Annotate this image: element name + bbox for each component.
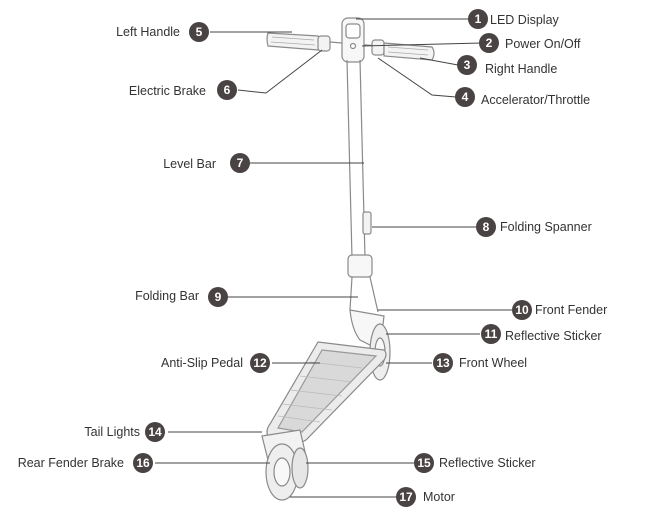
callout-number: 5 [196, 25, 203, 39]
callout-badge [230, 153, 250, 173]
scooter-illustration [261, 17, 435, 501]
callout-badge [189, 22, 209, 42]
callout-1: 1 LED Display [468, 9, 560, 29]
callout-number: 12 [253, 356, 267, 370]
leader-2 [361, 42, 483, 47]
callout-badge [414, 453, 434, 473]
rear-wheel-assembly [261, 429, 309, 501]
callout-label: Front Fender [535, 303, 607, 317]
callout-badge [455, 87, 475, 107]
leader-3 [419, 57, 459, 66]
callout-badge [457, 55, 477, 75]
callout-label: Tail Lights [84, 425, 140, 439]
callout-8: 8 Folding Spanner [476, 217, 592, 237]
callout-number: 9 [215, 290, 222, 304]
callout-number: 11 [485, 327, 498, 341]
callout-number: 15 [417, 456, 431, 470]
callout-number: 10 [515, 303, 529, 317]
callout-14: Tail Lights 14 [84, 422, 165, 442]
callout-label: Motor [423, 490, 455, 504]
callout-number: 1 [475, 12, 482, 26]
callout-number: 16 [136, 456, 150, 470]
callout-10: 10 Front Fender [512, 300, 607, 320]
callout-label: Accelerator/Throttle [481, 93, 590, 107]
callout-label: Rear Fender Brake [18, 456, 124, 470]
callout-17: 17 Motor [396, 487, 455, 507]
right-handle-grip [371, 39, 435, 61]
callout-label: Left Handle [116, 25, 180, 39]
callout-number: 4 [462, 90, 469, 104]
callout-13: 13 Front Wheel [433, 353, 527, 373]
callout-number: 17 [399, 490, 413, 504]
callout-label: Reflective Sticker [439, 456, 536, 470]
callout-badge [468, 9, 488, 29]
callout-badge [250, 353, 270, 373]
leader-lines [155, 18, 512, 498]
callout-9: Folding Bar 9 [135, 287, 228, 307]
callout-number: 2 [486, 36, 493, 50]
callout-5: Left Handle 5 [116, 22, 209, 42]
callout-badge [481, 324, 501, 344]
callout-2: 2 Power On/Off [479, 33, 581, 53]
deck [266, 341, 387, 446]
callout-15: 15 Reflective Sticker [414, 453, 536, 473]
callout-label: Right Handle [485, 62, 557, 76]
callout-label: Folding Bar [135, 289, 199, 303]
callout-label: Electric Brake [129, 84, 206, 98]
callout-16: Rear Fender Brake 16 [18, 453, 153, 473]
handlebar-head [329, 17, 379, 63]
callout-label: Level Bar [163, 157, 216, 171]
callout-badge [396, 487, 416, 507]
leader-4 [377, 57, 457, 98]
callout-label: Anti-Slip Pedal [161, 356, 243, 370]
callout-label: Reflective Sticker [505, 329, 602, 343]
callout-label: Power On/Off [505, 37, 581, 51]
callout-badge [208, 287, 228, 307]
callout-11: 11 Reflective Sticker [481, 324, 602, 344]
callout-badge [476, 217, 496, 237]
callout-label: Folding Spanner [500, 220, 592, 234]
callout-4: 4 Accelerator/Throttle [455, 87, 590, 107]
callout-label: LED Display [490, 13, 560, 27]
folding-joint [347, 254, 379, 313]
callout-number: 3 [464, 58, 471, 72]
callout-badge [217, 80, 237, 100]
callout-12: Anti-Slip Pedal 12 [161, 353, 270, 373]
callout-3: 3 Right Handle [457, 55, 557, 76]
callout-number: 6 [224, 83, 231, 97]
callout-badge [479, 33, 499, 53]
callout-badge [433, 353, 453, 373]
callout-number: 14 [148, 425, 162, 439]
callout-number: 8 [483, 220, 490, 234]
callout-7: Level Bar 7 [163, 153, 250, 173]
callout-number: 7 [237, 156, 244, 170]
callout-6: Electric Brake 6 [129, 80, 237, 100]
steering-stem [346, 59, 372, 259]
callout-badge [145, 422, 165, 442]
callout-label: Front Wheel [459, 356, 527, 370]
callout-number: 13 [436, 356, 450, 370]
callout-badge [512, 300, 532, 320]
callout-badge [133, 453, 153, 473]
leader-6 [237, 49, 323, 94]
left-handle-grip [266, 32, 331, 52]
